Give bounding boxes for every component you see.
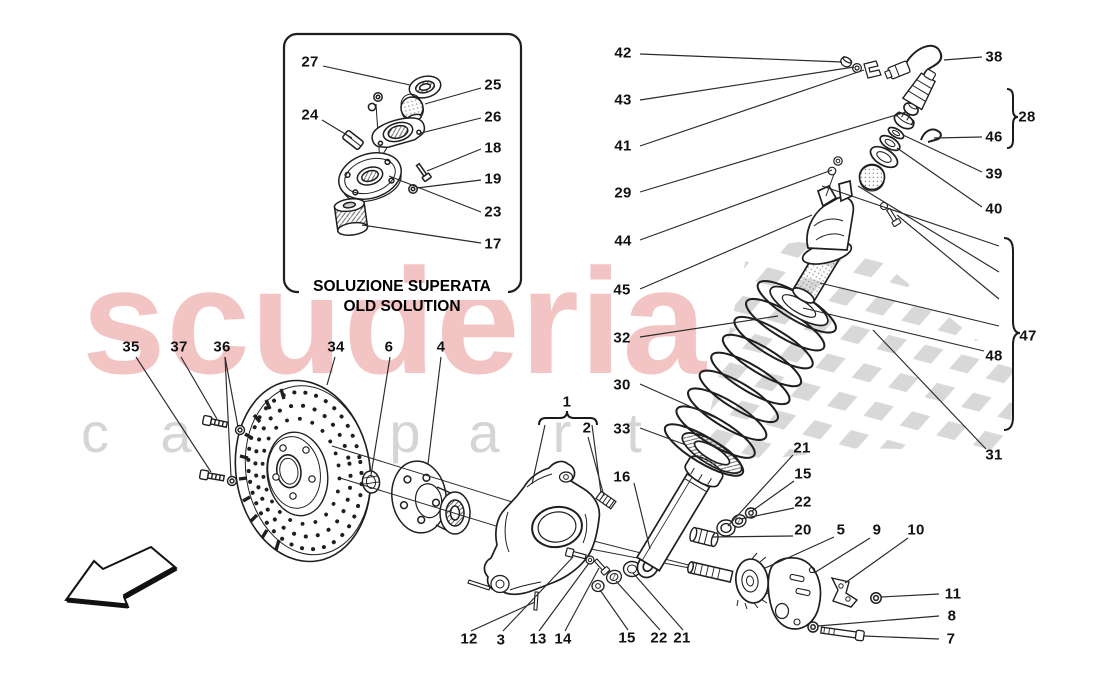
inset-caption-line2: OLD SOLUTION [343, 298, 460, 315]
callout-13: 13 [529, 630, 547, 648]
callout-30: 30 [613, 376, 631, 394]
callout-43: 43 [614, 91, 632, 109]
old-bushing [333, 198, 369, 236]
callout-33: 33 [613, 420, 631, 438]
callout-15: 15 [618, 629, 636, 647]
knuckle-screw [593, 558, 611, 576]
brace-28 [1006, 88, 1019, 149]
callout-34: 34 [327, 338, 345, 356]
callout-2: 2 [582, 419, 592, 437]
old-mount-plate [338, 152, 402, 203]
sensor [883, 44, 943, 111]
callout-1: 1 [562, 393, 572, 411]
callout-26: 26 [484, 108, 502, 126]
splined-shaft [687, 561, 734, 583]
callout-41: 41 [614, 137, 632, 155]
callout-21: 21 [673, 629, 691, 647]
callout-19: 19 [484, 170, 502, 188]
callout-17: 17 [484, 235, 502, 253]
gear-and-cover [687, 552, 882, 642]
callout-7: 7 [946, 630, 956, 648]
watermark-letter: c [81, 401, 109, 464]
callout-20: 20 [794, 521, 812, 539]
callout-5: 5 [836, 521, 846, 539]
brace-1 [538, 410, 598, 426]
suspension-knuckle [467, 460, 642, 611]
bolt-7 [820, 626, 865, 642]
callout-48: 48 [985, 347, 1003, 365]
leader-lines [135, 53, 1000, 640]
sensor-plug [883, 60, 911, 80]
watermark-letter: p [389, 401, 420, 464]
top-mount-stack [858, 102, 919, 192]
direction-arrow-icon [64, 545, 178, 609]
callout-40: 40 [985, 200, 1003, 218]
callout-44: 44 [614, 232, 632, 250]
callout-38: 38 [985, 48, 1003, 66]
watermark-letter: r [553, 401, 572, 464]
callout-45: 45 [613, 281, 631, 299]
callout-16: 16 [613, 468, 631, 486]
callout-47: 47 [1019, 327, 1037, 345]
brace-47 [1003, 237, 1021, 431]
callout-22: 22 [650, 629, 668, 647]
callout-21: 21 [793, 439, 811, 457]
callout-37: 37 [170, 338, 188, 356]
bushing-20 [689, 526, 719, 548]
callout-35: 35 [122, 338, 140, 356]
callout-32: 32 [613, 329, 631, 347]
e-clip [863, 60, 882, 79]
knuckle-bolt [564, 547, 587, 560]
fork-screw [885, 207, 902, 227]
adjuster-spring [595, 490, 617, 510]
old-mount-exploded-parts [333, 75, 442, 236]
callout-24: 24 [301, 106, 319, 124]
shock-absorber [635, 44, 943, 579]
callout-42: 42 [614, 44, 632, 62]
callout-12: 12 [460, 630, 478, 648]
watermark-brand-text: scuderia [82, 237, 708, 405]
callout-3: 3 [496, 631, 506, 649]
callout-18: 18 [484, 139, 502, 157]
callout-11: 11 [944, 585, 962, 603]
sensor-body [901, 68, 937, 111]
stop-bracket [830, 576, 859, 608]
watermark-letter: t [626, 401, 642, 464]
old-screw [415, 162, 432, 183]
callout-25: 25 [484, 76, 502, 94]
small-fasteners [840, 56, 882, 79]
callout-15: 15 [794, 465, 812, 483]
inset-box: SOLUZIONE SUPERATA OLD SOLUTION [282, 32, 523, 315]
callout-46: 46 [985, 128, 1003, 146]
callout-6: 6 [384, 338, 394, 356]
nut-11 [870, 592, 882, 604]
callout-27: 27 [301, 53, 319, 71]
washer-8 [807, 621, 819, 633]
inset-caption-line1: SOLUZIONE SUPERATA [313, 278, 491, 295]
callout-36: 36 [213, 338, 231, 356]
callout-29: 29 [614, 184, 632, 202]
callout-14: 14 [554, 630, 572, 648]
retaining-clip [920, 128, 942, 143]
callout-10: 10 [907, 521, 925, 539]
callout-28: 28 [1018, 108, 1036, 126]
old-bearing-ring [408, 75, 442, 99]
callout-23: 23 [484, 203, 502, 221]
callout-4: 4 [436, 338, 446, 356]
group-brackets [538, 88, 1021, 431]
watermark-letter: a [468, 401, 500, 464]
hub-spacer [361, 470, 381, 494]
upper-fork-mount [801, 179, 855, 265]
brake-disc [234, 379, 372, 563]
callout-9: 9 [872, 521, 882, 539]
watermark-letter: a [160, 401, 192, 464]
callout-31: 31 [985, 446, 1003, 464]
disc-bolts [198, 414, 246, 487]
old-upper-flange [371, 117, 426, 149]
callout-39: 39 [985, 165, 1003, 183]
callout-8: 8 [947, 607, 957, 625]
callout-22: 22 [794, 493, 812, 511]
